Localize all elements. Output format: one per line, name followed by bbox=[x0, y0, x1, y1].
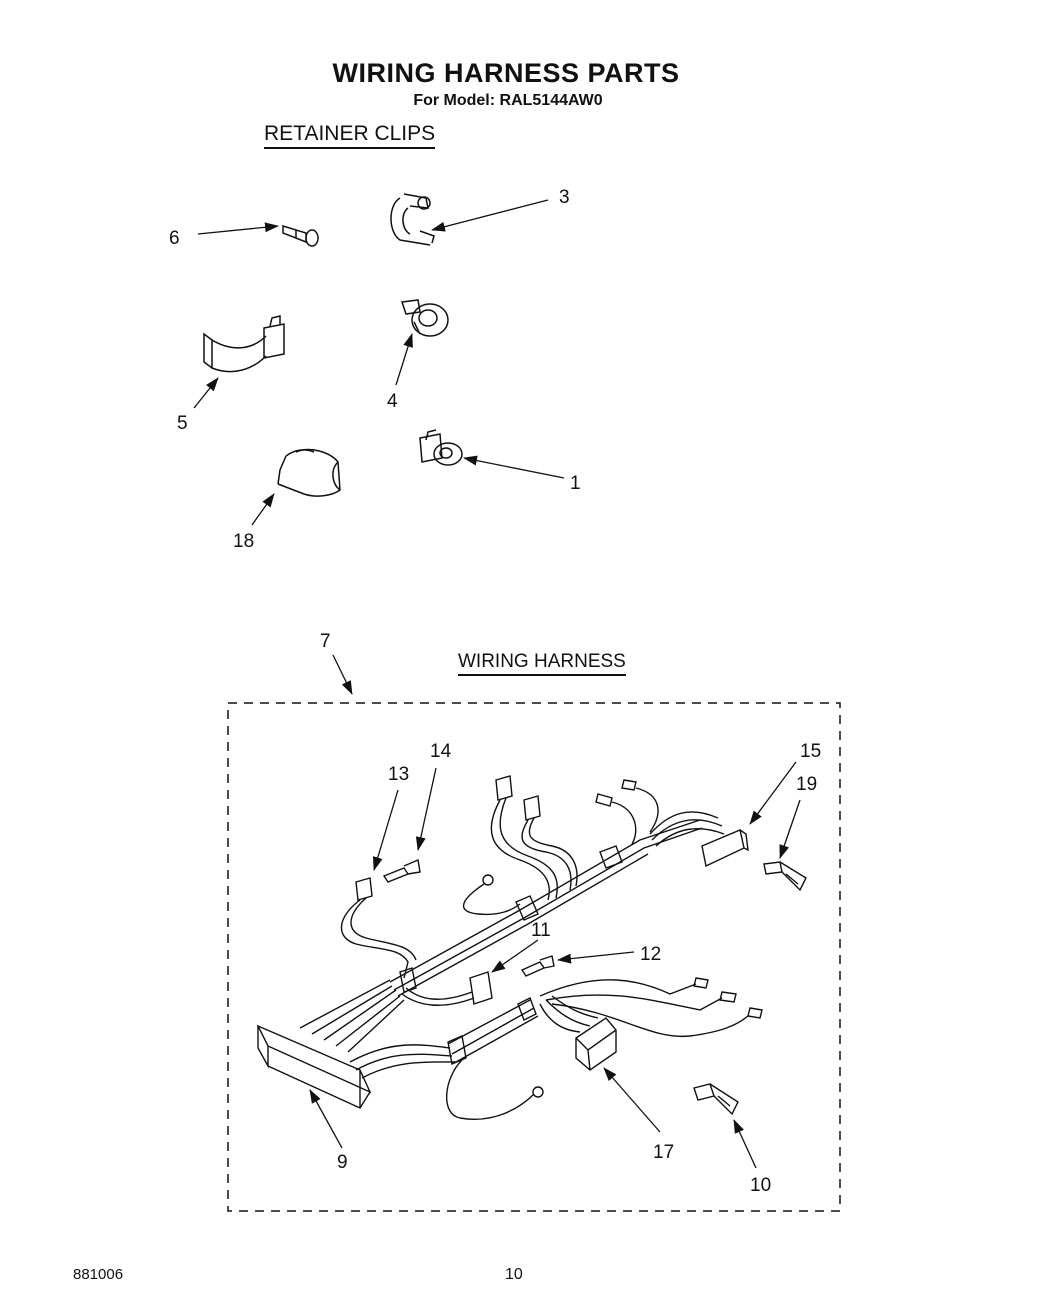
part-4-ring-clip bbox=[400, 299, 449, 337]
part-18-sleeve bbox=[277, 448, 341, 497]
leader-5 bbox=[193, 377, 219, 409]
callout-9: 9 bbox=[337, 1152, 348, 1173]
leader-3 bbox=[431, 199, 549, 232]
callout-14: 14 bbox=[430, 741, 452, 762]
callout-12: 12 bbox=[640, 944, 661, 965]
leader-10 bbox=[733, 1119, 757, 1169]
harness-kit-boundary bbox=[227, 702, 841, 1212]
leader-13 bbox=[372, 789, 399, 871]
page-title: WIRING HARNESS PARTS bbox=[332, 58, 680, 88]
leader-14 bbox=[415, 767, 437, 851]
part-6-push-pin bbox=[282, 224, 319, 247]
callout-3: 3 bbox=[559, 187, 570, 208]
callout-11: 11 bbox=[531, 920, 551, 941]
callout-10: 10 bbox=[750, 1175, 771, 1196]
wiring-harness-assembly bbox=[256, 775, 763, 1120]
leader-12 bbox=[557, 951, 635, 964]
part-10-terminal bbox=[693, 1083, 739, 1116]
part-3-clip bbox=[390, 193, 435, 246]
callout-13: 13 bbox=[388, 764, 409, 785]
callout-4: 4 bbox=[387, 391, 398, 412]
part-12-terminal bbox=[520, 955, 555, 977]
callout-19: 19 bbox=[796, 774, 817, 795]
leader-17 bbox=[603, 1067, 661, 1133]
leader-7 bbox=[332, 654, 353, 695]
callout-5: 5 bbox=[177, 413, 188, 434]
model-subtitle: For Model: RAL5144AW0 bbox=[413, 92, 603, 109]
callout-18: 18 bbox=[233, 531, 254, 552]
part-1-small-clip bbox=[419, 429, 463, 466]
part-5-large-clip bbox=[203, 315, 285, 373]
leader-9 bbox=[309, 1089, 343, 1149]
callout-1: 1 bbox=[570, 473, 581, 494]
callout-17: 17 bbox=[653, 1142, 674, 1163]
callout-7: 7 bbox=[320, 631, 331, 652]
callout-6: 6 bbox=[169, 228, 180, 249]
leader-15 bbox=[749, 761, 797, 825]
leader-11 bbox=[491, 939, 539, 973]
footer-document-code: 881006 bbox=[73, 1266, 124, 1283]
footer-page-number: 10 bbox=[505, 1266, 523, 1283]
leader-1 bbox=[463, 455, 565, 479]
leader-18 bbox=[251, 493, 275, 526]
leader-19 bbox=[779, 799, 801, 859]
part-14-terminal bbox=[382, 859, 421, 883]
leader-6 bbox=[197, 222, 279, 235]
section-heading-wiring-harness: WIRING HARNESS bbox=[458, 651, 626, 676]
part-19-terminal bbox=[763, 861, 807, 892]
callout-15: 15 bbox=[800, 741, 821, 762]
leader-4 bbox=[395, 333, 413, 386]
section-heading-retainer-clips: RETAINER CLIPS bbox=[264, 122, 436, 149]
